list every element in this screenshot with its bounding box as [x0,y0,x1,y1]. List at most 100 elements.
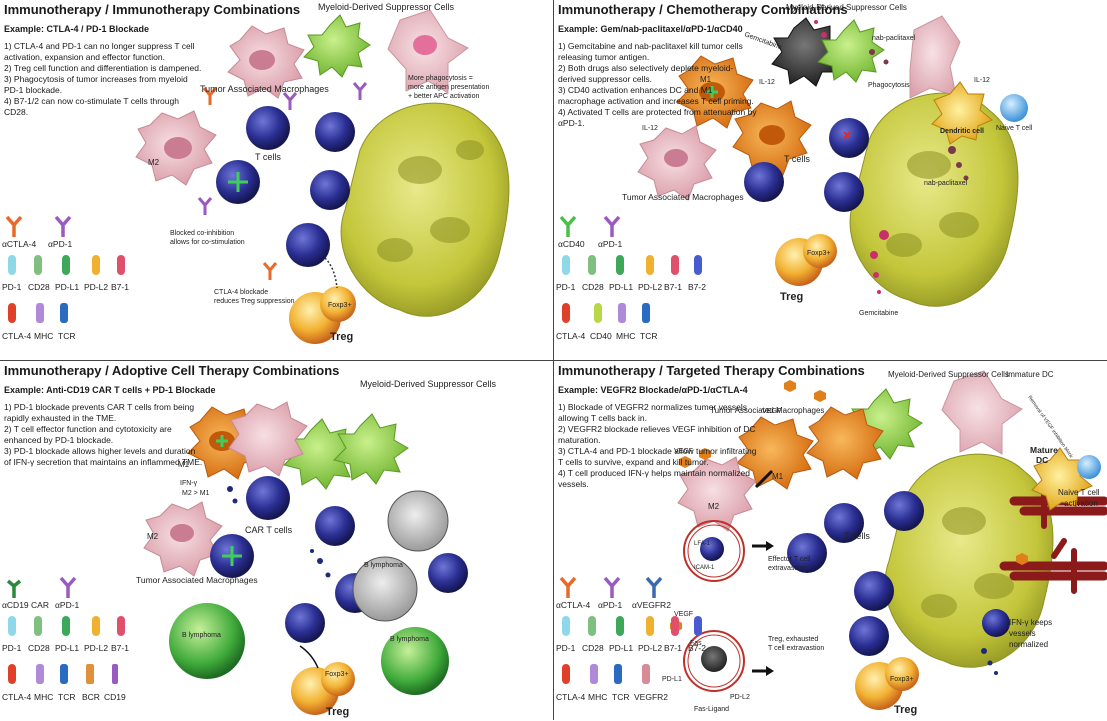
dendritic-cell-icon [931,81,993,145]
pdl2-label: PD-L2 [730,694,750,701]
legend-label: PD-L1 [609,643,633,653]
mature-dc-icon [1031,447,1101,511]
blymph-label: B lymphoma [182,632,221,639]
legend-label: αCD19 CAR [2,600,49,610]
phago-label: more antigen presentation [408,84,489,91]
blymph-label: B lymphoma [364,562,403,569]
tumor-mass-icon [884,453,1054,668]
car-t-cell-icon [246,476,290,520]
m2m1-label: M2 > M1 [182,490,210,497]
legend-label: αVEGFR2 [632,600,671,610]
step-list: 1) CTLA-4 and PD-1 can no longer suppres… [4,41,204,118]
phago-label: + better APC activation [408,93,480,100]
legend-label: αPD-1 [598,239,623,249]
legend-label: B7-1 [664,643,682,653]
tam-label: Tumor Associated Macrophages [200,84,329,94]
legend-label: B7-2 [688,643,706,653]
m1-macrophage-icon [732,100,812,176]
legend-label: CD28 [28,643,50,653]
step-item: 2) T cell effector function and cytotoxi… [4,424,172,445]
legend-label: αPD-1 [55,600,80,610]
dendritic-cell-icon [387,9,469,94]
tumor-mass-icon [340,102,510,317]
step-list: 1) Blockade of VEGFR2 normalizes tumor v… [558,402,758,490]
mdsc-cell-icon [817,19,885,83]
macrophage-cell-icon [143,401,308,577]
legend-label: CD28 [582,643,604,653]
arrow-icon [754,469,774,489]
phago-label: More phagocytosis = [408,75,473,82]
legend-label: CD40 [590,331,612,341]
m2-label: M2 [147,532,159,541]
legend-label: TCR [58,692,75,702]
foxp3-label: Foxp3+ [328,302,352,309]
macrophage-cell-icon [227,25,305,99]
t-cell-icon [982,609,1010,637]
ifn-particles [227,486,331,578]
legend-label: MHC [34,331,53,341]
ctla-label: CTLA-4 blockade [214,289,268,296]
legend-label: CTLA-4 [2,692,32,702]
legend-label: PD-L2 [84,282,108,292]
step-item: 3) Phagocytosis of tumor increases from … [4,74,188,95]
foxp3-label: Foxp3+ [890,676,914,683]
vegf-label: VEGF [674,611,693,618]
q4-legend [559,576,702,684]
treg-ex-label: Treg, exhausted [768,636,818,643]
icam-label: ICAM-1 [694,565,715,571]
nab-particles [869,49,969,181]
step-item: 1) Gemcitabine and nab-paclitaxel kill t… [558,41,743,62]
eff-label: extravastion [768,565,806,572]
q1-illustration: αCTLA-4 αPD-1 PD-1 CD28 PD-L1 PD-L2 B7-1… [2,2,510,344]
blocked-label: allows for co-stimulation [170,239,245,246]
panel-title: Immunotherapy / Immunotherapy Combinatio… [4,2,301,17]
step-item: 4) T cell produced IFN-γ helps maintain … [558,468,750,489]
dead-lymphoma-icon [387,490,449,552]
t-cell-icon [854,571,894,611]
legend-label: TCR [640,331,657,341]
eff-label: Effector T cell [768,556,811,563]
t-cell-icon [787,533,827,573]
panel-adoptive-cell-therapy: αCD19 CAR αPD-1 PD-1 CD28 PD-L1 PD-L2 B7… [0,361,553,721]
m1-macrophage-icon [676,55,754,129]
panel-example: Example: Gem/nab-paclitaxel/αPD-1/αCD40 [558,24,743,34]
tam-label: Tumor Associated Macrophages [622,192,744,202]
treg-label: Treg [780,291,803,303]
dying-cell-icon [909,15,961,99]
step-list: 1) PD-1 blockade prevents CAR T cells fr… [4,402,204,468]
mature-dc-label: Mature [1030,445,1058,455]
legend-label: MHC [616,331,635,341]
legend-label: B7-1 [111,643,129,653]
vegf-label: VEGF [674,448,693,455]
treg-label: Treg [326,706,349,718]
t-cell-icon [884,491,924,531]
panel-immunotherapy-combinations: αCTLA-4 αPD-1 PD-1 CD28 PD-L1 PD-L2 B7-1… [0,0,553,360]
treg-ex-label: T cell extravastion [768,645,824,652]
m1-label: M1 [178,460,190,469]
b-lymphoma-icon [169,603,245,679]
legend-label: αPD-1 [48,239,73,249]
legend-label: PD-L2 [84,643,108,653]
t-cell-icon [824,503,864,543]
il12-label: IL-12 [642,125,658,132]
step-list: 1) Gemcitabine and nab-paclitaxel kill t… [558,41,758,129]
legend-label: PD-L1 [55,643,79,653]
ifn-label: vessels [1009,629,1036,638]
legend-label: PD-L1 [55,282,79,292]
panel-example: Example: Anti-CD19 CAR T cells + PD-1 Bl… [4,385,216,395]
car-t-cell-icon [285,603,325,643]
step-item: 2) Both drugs also selectively deplete m… [558,63,734,84]
legend-label: PD-1 [556,643,576,653]
legend-label: PD-L2 [638,282,662,292]
step-item: 3) PD-1 blockade allows higher levels an… [4,446,203,467]
legend-label: B7-1 [664,282,682,292]
fasl-label: Fas-Ligand [694,706,729,713]
tcells-label: T cells [844,531,870,541]
panel-title: Immunotherapy / Targeted Therapy Combina… [558,363,865,378]
foxp3-label: Foxp3+ [807,250,831,257]
tcells-label: T cells [255,152,281,162]
legend-label: PD-L1 [609,282,633,292]
m1-label: M1 [772,472,784,481]
legend-label: CTLA-4 [556,692,586,702]
t-cell-icon [824,172,864,212]
